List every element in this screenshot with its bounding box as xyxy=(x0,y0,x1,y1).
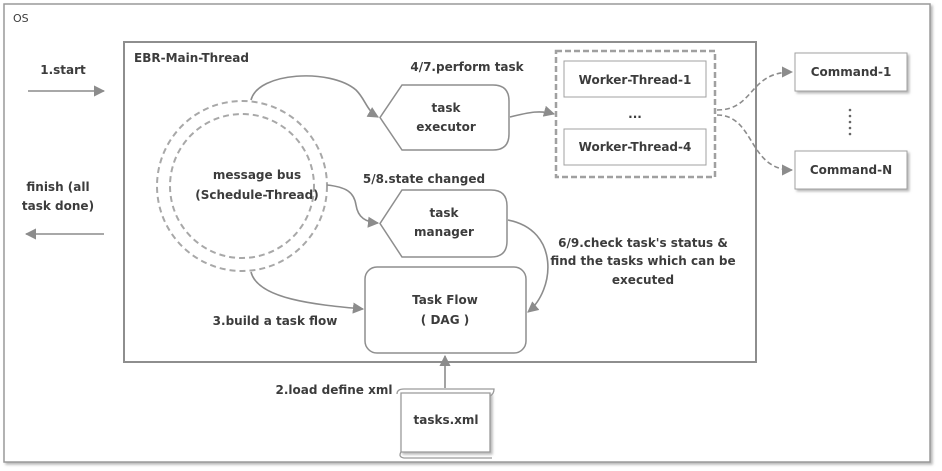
step-check-status-line2: find the tasks which can be xyxy=(550,254,735,268)
task-manager-label-line1: task xyxy=(430,206,460,220)
arrow-workers-to-command-n xyxy=(716,114,794,176)
command-n-box xyxy=(794,150,908,190)
os-label: OS xyxy=(13,12,29,25)
task-flow-label-line1: Task Flow xyxy=(412,293,478,307)
tasks-xml-document xyxy=(396,388,495,459)
worker-thread-1-label: Worker-Thread-1 xyxy=(579,73,692,87)
step-finish-label-line1: finish (all xyxy=(26,180,89,194)
command-1-label: Command-1 xyxy=(811,65,892,79)
task-executor-node xyxy=(379,84,510,151)
worker-thread-1-box xyxy=(563,60,707,98)
message-bus-label-line1: message bus xyxy=(213,168,301,182)
step-check-status-line3: executed xyxy=(612,273,674,287)
task-flow-label-line2: ( DAG ) xyxy=(421,313,469,327)
step-load-xml-label: 2.load define xml xyxy=(276,383,393,397)
arrow-bus-to-manager xyxy=(326,184,380,228)
step-check-status-line1: 6/9.check task's status & xyxy=(558,236,728,250)
task-manager-node xyxy=(379,189,508,258)
step-perform-task-label: 4/7.perform task xyxy=(410,60,524,74)
step-build-flow-label: 3.build a task flow xyxy=(213,314,338,328)
worker-thread-ellipsis: ... xyxy=(628,107,642,121)
task-executor-label-line2: executor xyxy=(416,120,476,134)
command-1-box xyxy=(794,52,908,92)
main-thread-label: EBR-Main-Thread xyxy=(134,51,249,65)
arrow-workers-to-command-1 xyxy=(716,66,794,111)
arrow-manager-to-taskflow xyxy=(507,219,549,313)
arrow-executor-to-workers xyxy=(509,105,556,118)
worker-thread-4-label: Worker-Thread-4 xyxy=(579,140,692,154)
worker-thread-4-box xyxy=(563,128,707,166)
step-state-changed-label: 5/8.state changed xyxy=(363,172,485,186)
command-vertical-ellipsis xyxy=(848,108,852,136)
message-bus-label-line2: (Schedule-Thread) xyxy=(195,188,318,202)
command-n-label: Command-N xyxy=(810,163,892,177)
task-executor-label-line1: task xyxy=(432,101,462,115)
tasks-xml-label: tasks.xml xyxy=(413,413,478,427)
arrow-bus-to-executor xyxy=(250,75,379,118)
task-flow-node xyxy=(364,266,527,354)
step-start-label: 1.start xyxy=(40,63,86,77)
task-manager-label-line2: manager xyxy=(414,225,474,239)
arrow-bus-to-taskflow xyxy=(250,271,365,314)
message-bus-node xyxy=(156,100,328,272)
step-finish-label-line2: task done) xyxy=(22,199,94,213)
